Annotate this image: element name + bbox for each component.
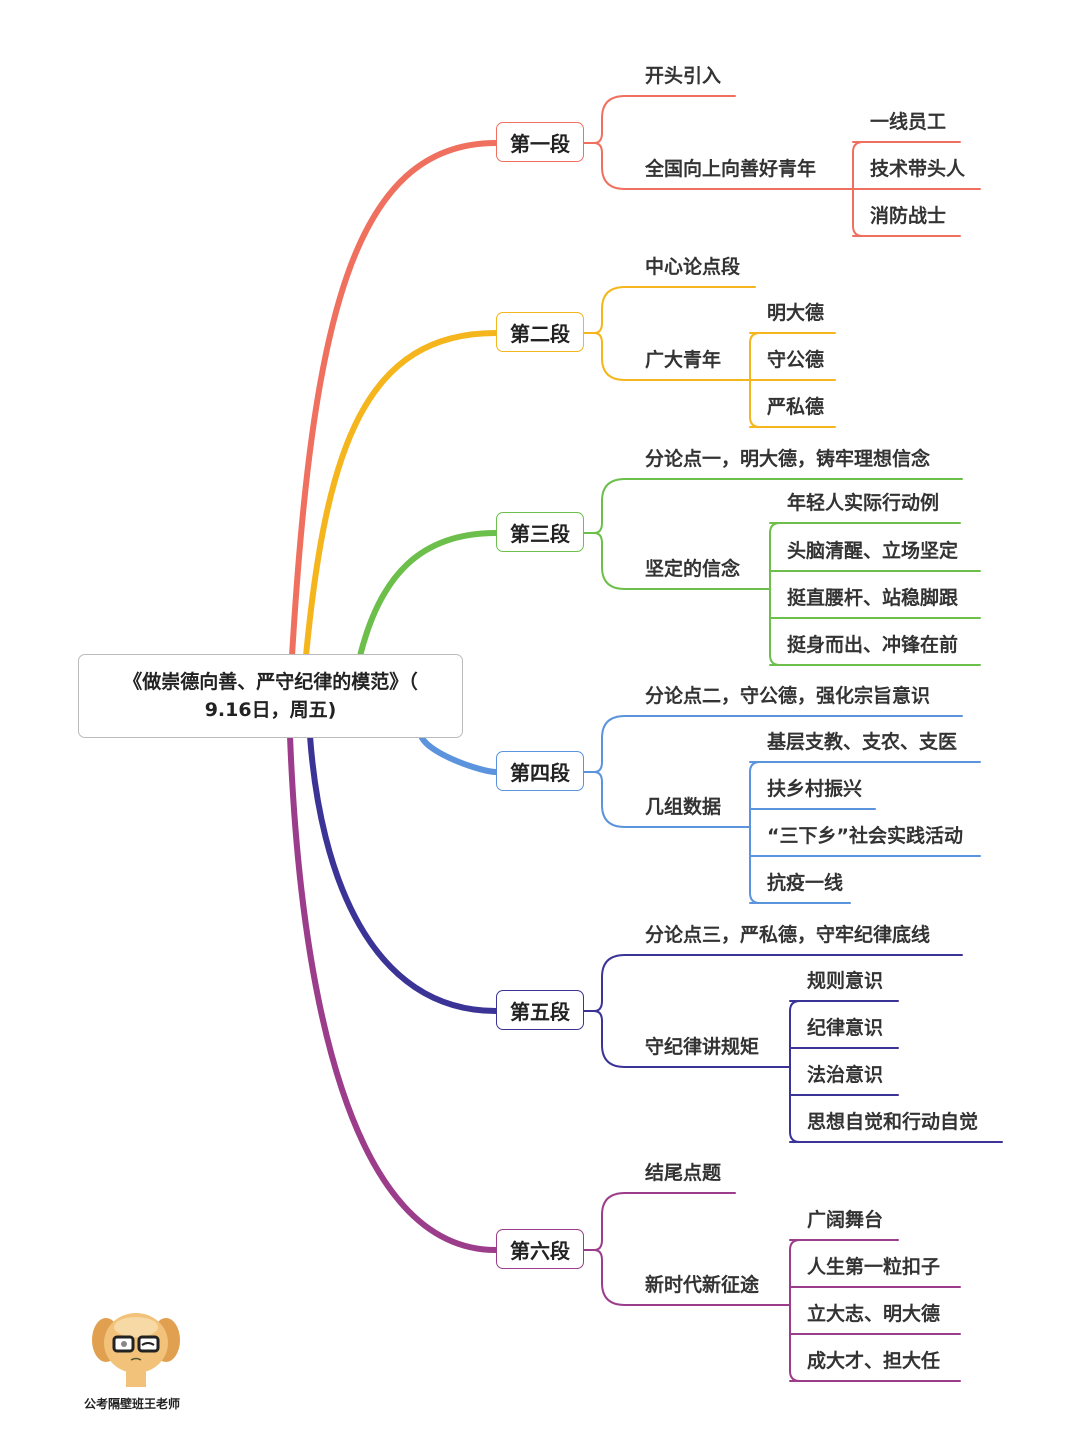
child-node-label[interactable]: 守纪律讲规矩 [645,1036,760,1058]
section-node-4[interactable]: 第四段 [496,751,584,791]
child-node-label[interactable]: 广大青年 [645,349,722,371]
section-node-3[interactable]: 第三段 [496,512,584,552]
child-node-label[interactable]: 分论点三，严私德，守牢纪律底线 [645,924,931,946]
leaf-node-label[interactable]: 扶乡村振兴 [767,778,863,800]
section-node-1[interactable]: 第一段 [496,122,584,162]
main-branch-5 [307,733,499,1014]
section-node-5[interactable]: 第五段 [496,990,584,1030]
section-node-6[interactable]: 第六段 [496,1229,584,1269]
leaf-node-label[interactable]: 人生第一粒扣子 [807,1256,941,1278]
leaf-node-label[interactable]: 基层支教、支农、支医 [767,731,958,753]
root-title: 《做崇德向善、严守纪律的模范》（ [123,671,418,693]
main-branch-6 [287,733,499,1253]
child-branch [593,332,751,381]
leaf-node-label[interactable]: 明大德 [767,302,825,324]
leaf-node-label[interactable]: 法治意识 [807,1064,884,1086]
child-node-label[interactable]: 开头引入 [645,65,722,87]
leaf-node-label[interactable]: “三下乡”社会实践活动 [767,825,963,847]
child-node-label[interactable]: 分论点一，明大德，铸牢理想信念 [645,448,931,470]
child-node-label[interactable]: 坚定的信念 [645,558,741,580]
child-branch [593,142,854,190]
child-branch [593,286,756,334]
leaf-node-label[interactable]: 成大才、担大任 [807,1350,941,1372]
child-node-label[interactable]: 几组数据 [645,796,722,818]
main-branch-4 [419,735,499,775]
leaf-bracket [789,1000,801,1143]
root-node[interactable]: 《做崇德向善、严守纪律的模范》（ 9.16日，周五) [78,654,463,738]
leaf-bracket [749,761,761,904]
leaf-node-label[interactable]: 规则意识 [807,970,884,992]
child-node-label[interactable]: 结尾点题 [645,1162,722,1184]
leaf-bracket [789,1239,801,1382]
main-branch-3 [357,530,499,659]
child-branch [593,715,963,773]
child-branch [593,478,963,534]
leaf-node-label[interactable]: 守公德 [767,349,825,371]
child-node-label[interactable]: 新时代新征途 [645,1274,760,1296]
leaf-node-label[interactable]: 纪律意识 [807,1017,884,1039]
main-branch-2 [303,330,499,659]
child-node-label[interactable]: 全国向上向善好青年 [645,158,817,180]
leaf-node-label[interactable]: 技术带头人 [870,158,966,180]
leaf-node-label[interactable]: 抗疫一线 [767,872,844,894]
leaf-node-label[interactable]: 头脑清醒、立场坚定 [787,540,959,562]
main-branch-1 [289,140,499,659]
child-branch [593,95,736,144]
leaf-node-label[interactable]: 一线员工 [870,111,947,133]
leaf-node-label[interactable]: 广阔舞台 [807,1209,884,1231]
child-node-label[interactable]: 分论点二，守公德，强化宗旨意识 [645,685,931,707]
child-branch [593,532,771,590]
child-branch [593,954,963,1012]
leaf-node-label[interactable]: 挺直腰杆、站稳脚跟 [787,587,959,609]
leaf-node-label[interactable]: 立大志、明大德 [807,1303,941,1325]
mascot-dog-icon [92,1313,180,1387]
leaf-node-label[interactable]: 挺身而出、冲锋在前 [787,634,959,656]
leaf-bracket [769,522,781,666]
leaf-node-label[interactable]: 严私德 [767,396,825,418]
leaf-node-label[interactable]: 消防战士 [870,205,947,227]
leaf-node-label[interactable]: 年轻人实际行动例 [787,492,940,514]
root-subtitle: 9.16日，周五) [204,699,337,721]
section-node-2[interactable]: 第二段 [496,312,584,352]
child-branch [593,1249,791,1306]
child-branch [593,1192,736,1251]
watermark-label: 公考隔壁班王老师 [84,1397,181,1411]
child-branch [593,1010,791,1068]
child-node-label[interactable]: 中心论点段 [645,256,741,278]
child-branch [593,771,751,828]
leaf-node-label[interactable]: 思想自觉和行动自觉 [807,1111,979,1133]
